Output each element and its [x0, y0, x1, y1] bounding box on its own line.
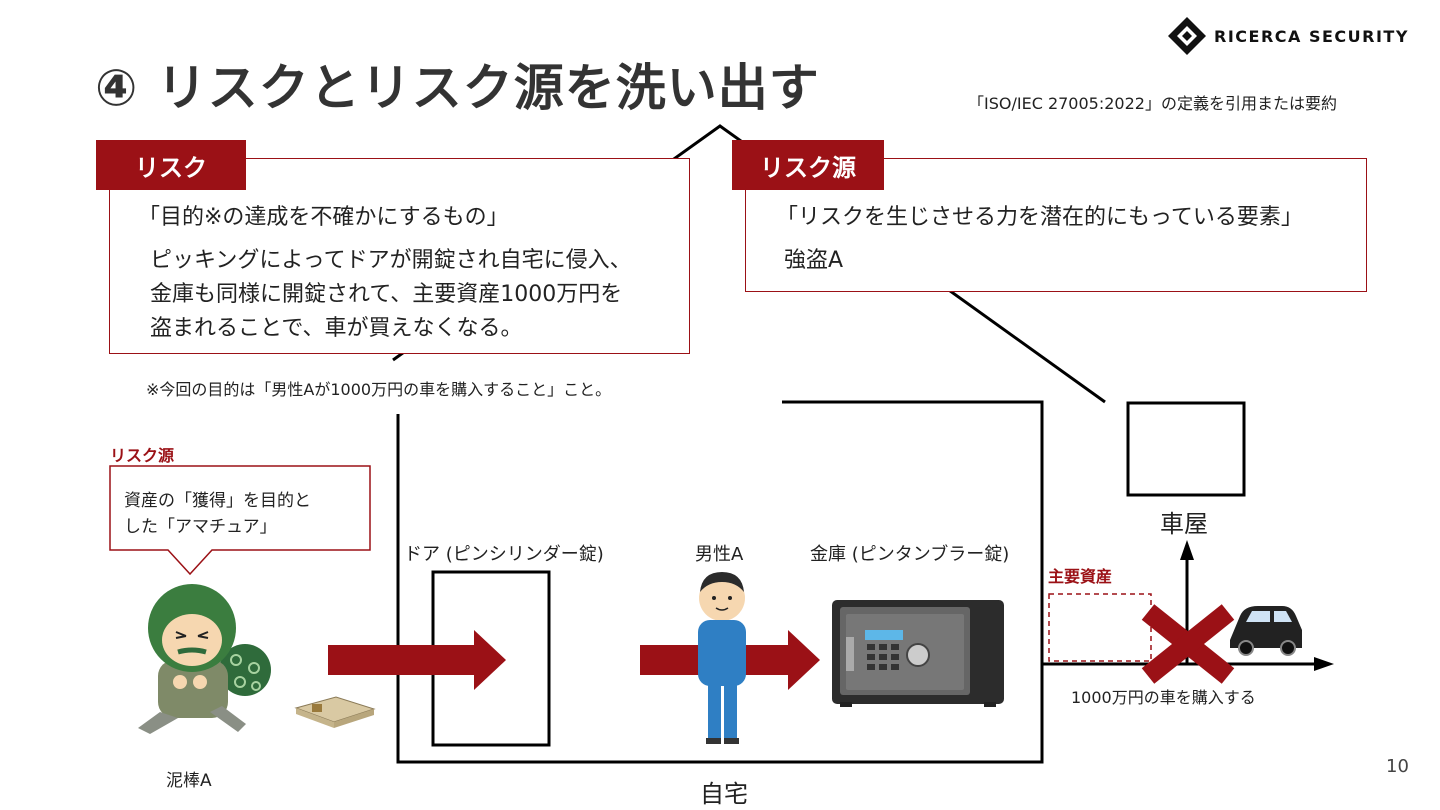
callout-bubble — [109, 465, 371, 576]
money-icon — [294, 696, 376, 728]
thief-icon — [138, 584, 271, 734]
home-label: 自宅 — [700, 780, 748, 808]
garage-label: 車屋 — [1160, 510, 1208, 538]
risk-source-example: 強盗A — [784, 248, 844, 273]
risk-line-3: 盗まれることで、車が買えなくなる。 — [150, 316, 523, 341]
page-title: ④ リスクとリスク源を洗い出す — [95, 59, 820, 117]
man-label: 男性A — [695, 544, 744, 565]
arrow-thief-to-door — [328, 630, 506, 690]
brand-name: RICERCA SECURITY — [1214, 27, 1409, 46]
risk-source-tab: リスク源 — [732, 140, 884, 190]
safe-label: 金庫 (ピンタンブラー錠) — [810, 544, 1010, 565]
man-icon — [698, 572, 746, 744]
safe-icon — [832, 600, 1004, 707]
risk-tab: リスク — [96, 140, 246, 190]
logo-icon — [1168, 17, 1206, 55]
garage-rect — [1126, 401, 1246, 497]
car-icon — [1230, 606, 1302, 656]
callout-label: リスク源 — [110, 446, 175, 465]
risk-box — [109, 158, 690, 354]
footnote: ※今回の目的は「男性Aが1000万円の車を購入すること」こと。 — [146, 380, 612, 399]
goal-label: 1000万円の車を購入する — [1071, 688, 1256, 707]
risk-line-2: 金庫も同様に開錠されて、主要資産1000万円を — [150, 282, 623, 307]
source-note: 「ISO/IEC 27005:2022」の定義を引用または要約 — [968, 94, 1337, 113]
cross-icon — [1141, 604, 1235, 684]
risk-definition: 「目的※の達成を不確かにするもの」 — [138, 205, 509, 230]
risk-line-1: ピッキングによってドアが開錠され自宅に侵入、 — [150, 248, 632, 273]
risk-source-definition: 「リスクを生じさせる力を潜在的にもっている要素」 — [776, 205, 1303, 230]
callout-line-1: 資産の「獲得」を目的と — [124, 491, 311, 511]
callout-line-2: した「アマチュア」 — [124, 517, 277, 537]
door-label: ドア (ピンシリンダー錠) — [404, 544, 604, 565]
thief-label: 泥棒A — [166, 771, 212, 791]
page-number: 10 — [1386, 756, 1409, 777]
main-asset-label: 主要資産 — [1048, 567, 1113, 586]
main-asset-box — [1048, 593, 1152, 662]
